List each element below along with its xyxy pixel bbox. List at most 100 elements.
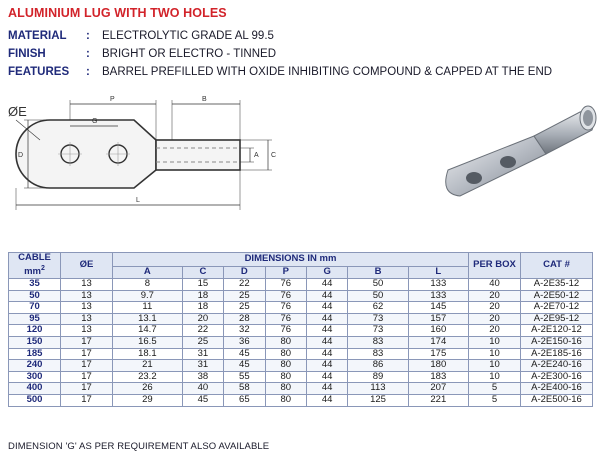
spec-value: BRIGHT OR ELECTRO - TINNED xyxy=(102,48,277,60)
cell-oe: 17 xyxy=(60,382,113,395)
cell-d: 45 xyxy=(223,359,266,372)
cell-c: 40 xyxy=(181,382,225,395)
label-oe: ØE xyxy=(8,104,27,119)
cell-p: 80 xyxy=(264,347,307,361)
cell-oe: 17 xyxy=(60,370,113,384)
cell-b: 86 xyxy=(347,359,409,372)
label-p: P xyxy=(110,96,115,103)
cell-oe: 13 xyxy=(60,312,113,326)
cell-per-box: 10 xyxy=(468,370,521,384)
header-oe: ØE xyxy=(60,252,113,279)
cell-d: 32 xyxy=(223,324,266,337)
header-dim-g: G xyxy=(305,266,349,279)
cell-per-box: 10 xyxy=(468,335,521,349)
cell-cable: 70 xyxy=(8,301,61,314)
lug-product-image xyxy=(445,105,597,197)
cell-l: 160 xyxy=(407,324,470,337)
cell-g: 44 xyxy=(305,312,349,326)
cell-cable: 50 xyxy=(8,289,61,303)
cell-c: 18 xyxy=(181,301,225,314)
cell-d: 45 xyxy=(223,347,266,361)
cell-a: 13.1 xyxy=(112,312,183,326)
label-c: C xyxy=(271,152,276,159)
cell-g: 44 xyxy=(305,335,349,349)
label-b: B xyxy=(202,96,207,103)
cell-d: 58 xyxy=(223,382,266,395)
cell-l: 175 xyxy=(407,347,470,361)
cell-per-box: 20 xyxy=(468,301,521,314)
cell-per-box: 40 xyxy=(468,278,521,291)
cell-c: 25 xyxy=(181,335,225,349)
cell-cat: A-2E300-16 xyxy=(520,370,593,384)
spec-key: FINISH xyxy=(8,48,46,60)
cell-c: 31 xyxy=(181,359,225,372)
cell-b: 89 xyxy=(347,370,409,384)
cell-p: 80 xyxy=(264,382,307,395)
header-cable: CABLE mm2 xyxy=(8,252,61,279)
cell-a: 16.5 xyxy=(112,335,183,349)
cell-a: 23.2 xyxy=(112,370,183,384)
cell-b: 125 xyxy=(347,393,409,407)
cell-g: 44 xyxy=(305,289,349,303)
cell-l: 157 xyxy=(407,312,470,326)
cell-oe: 17 xyxy=(60,335,113,349)
cell-a: 21 xyxy=(112,359,183,372)
cell-l: 180 xyxy=(407,359,470,372)
dimensions-table: CABLE mm2 ØE DIMENSIONS IN mm PER BOX CA… xyxy=(8,252,593,407)
cell-per-box: 20 xyxy=(468,312,521,326)
cell-c: 15 xyxy=(181,278,225,291)
cell-oe: 13 xyxy=(60,278,113,291)
label-d: D xyxy=(18,152,23,159)
cell-cat: A-2E500-16 xyxy=(520,393,593,407)
cell-g: 44 xyxy=(305,393,349,407)
cell-l: 133 xyxy=(407,289,470,303)
cell-d: 25 xyxy=(223,301,266,314)
cell-c: 22 xyxy=(181,324,225,337)
cell-per-box: 5 xyxy=(468,382,521,395)
cell-p: 76 xyxy=(264,324,307,337)
cell-p: 76 xyxy=(264,278,307,291)
cell-l: 133 xyxy=(407,278,470,291)
cell-c: 45 xyxy=(181,393,225,407)
cell-c: 38 xyxy=(181,370,225,384)
cell-cat: A-2E400-16 xyxy=(520,382,593,395)
cell-d: 55 xyxy=(223,370,266,384)
cell-l: 221 xyxy=(407,393,470,407)
cell-p: 80 xyxy=(264,359,307,372)
cell-a: 26 xyxy=(112,382,183,395)
cell-g: 44 xyxy=(305,301,349,314)
cell-p: 76 xyxy=(264,289,307,303)
spec-value: BARREL PREFILLED WITH OXIDE INHIBITING C… xyxy=(102,66,553,78)
cell-p: 80 xyxy=(264,393,307,407)
cell-g: 44 xyxy=(305,382,349,395)
cell-a: 18.1 xyxy=(112,347,183,361)
cell-p: 80 xyxy=(264,370,307,384)
cell-g: 44 xyxy=(305,324,349,337)
cell-oe: 13 xyxy=(60,301,113,314)
cell-a: 8 xyxy=(112,278,183,291)
cell-cat: A-2E150-16 xyxy=(520,335,593,349)
lug-technical-drawing: ØE P G B D A C L xyxy=(8,96,276,210)
header-dim-c: C xyxy=(181,266,225,279)
cell-cable: 150 xyxy=(8,335,61,349)
cell-d: 28 xyxy=(223,312,266,326)
cell-d: 22 xyxy=(223,278,266,291)
cell-oe: 17 xyxy=(60,347,113,361)
spec-colon: : xyxy=(86,30,90,42)
cell-a: 14.7 xyxy=(112,324,183,337)
cell-p: 76 xyxy=(264,312,307,326)
header-dim-d: D xyxy=(223,266,266,279)
cell-g: 44 xyxy=(305,278,349,291)
cell-cable: 300 xyxy=(8,370,61,384)
